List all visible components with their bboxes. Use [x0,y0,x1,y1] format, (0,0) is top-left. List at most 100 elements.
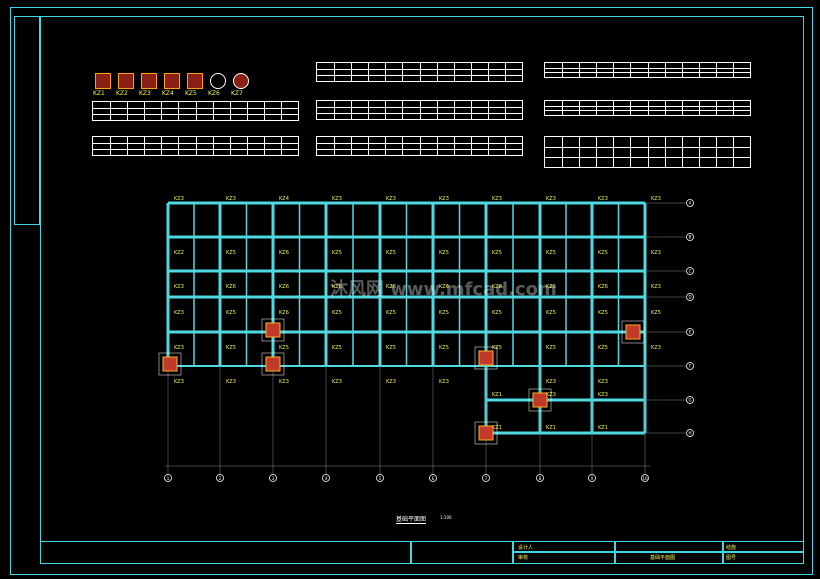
axis-number: 8 [539,476,542,481]
column-label: KZ6 [439,284,449,290]
column-label: KZ5 [492,250,502,256]
axis-bubble [376,474,384,482]
column-label: KZ5 [386,345,396,351]
tb-checker: 审核 [518,555,529,561]
section-outline [621,320,645,344]
column-label: KZ5 [386,250,396,256]
schedule-table [316,136,523,156]
column-label: KZ3 [651,345,661,351]
foundation-section [478,425,494,441]
schedule-table [92,136,299,156]
column-label: KZ1 [492,392,502,398]
column-label: KZ6 [226,284,236,290]
axis-number: 10 [642,476,648,481]
section-icon [210,73,226,89]
axis-letter: C [689,269,692,274]
axis-bubble [686,396,694,404]
column-label: KZ5 [651,310,661,316]
axis-bubble [536,474,544,482]
tb-no: 图号 [726,555,737,561]
axis-letter: H [688,431,691,436]
column-label: KZ3 [439,379,449,385]
axis-bubble [641,474,649,482]
axis-bubble [686,328,694,336]
column-label: KZ3 [174,284,184,290]
section-icon [95,73,111,89]
column-label: KZ5 [226,250,236,256]
column-label: KZ3 [332,196,342,202]
column-label: KZ6 [279,310,289,316]
section-icon [164,73,180,89]
axis-number: 4 [325,476,328,481]
foundation-section [532,392,548,408]
column-label: KZ3 [651,196,661,202]
column-label: KZ5 [439,250,449,256]
section-icon-label: KZ1 [93,90,105,97]
axis-number: 6 [432,476,435,481]
column-label: KZ5 [226,345,236,351]
axis-letter: D [688,295,691,300]
column-label: KZ5 [226,310,236,316]
column-label: KZ6 [546,284,556,290]
column-label: KZ5 [598,345,608,351]
axis-bubble [686,362,694,370]
axis-bubble [588,474,596,482]
axis-bubble [686,233,694,241]
section-outline [261,318,285,342]
column-label: KZ3 [546,196,556,202]
axis-letter: G [688,398,691,403]
foundation-section [478,350,494,366]
column-label: KZ3 [279,379,289,385]
axis-bubble [482,474,490,482]
foundation-section [162,356,178,372]
foundation-section [265,356,281,372]
column-label: KZ3 [651,284,661,290]
axis-bubble [686,267,694,275]
column-label: KZ5 [439,310,449,316]
column-label: KZ5 [546,310,556,316]
axis-letter: B [689,235,692,240]
section-icon-label: KZ4 [162,90,174,97]
column-label: KZ3 [386,379,396,385]
section-icon [118,73,134,89]
column-label: KZ3 [546,379,556,385]
section-outline [474,346,498,370]
axis-bubble [429,474,437,482]
axis-bubble [686,429,694,437]
tb-sheet: 结施 [726,545,737,551]
foundation-section [265,322,281,338]
column-label: KZ3 [651,250,661,256]
section-icon-label: KZ7 [231,90,243,97]
column-label: KZ5 [598,250,608,256]
column-label: KZ1 [546,425,556,431]
column-label: KZ6 [279,250,289,256]
axis-letter: F [689,364,692,369]
tb-drawing-name: 基础平面图 [650,555,676,561]
axis-bubble [216,474,224,482]
outer-border [10,7,813,575]
section-icon-label: KZ2 [116,90,128,97]
column-label: KZ6 [386,284,396,290]
watermark: 沐风网 www.mfcad.com [330,278,557,300]
tb-designer: 设计人 [518,545,534,551]
schedule-table [92,101,299,121]
column-label: KZ5 [386,310,396,316]
axis-bubble [269,474,277,482]
schedule-table [544,100,751,116]
column-label: KZ3 [439,196,449,202]
column-label: KZ5 [598,310,608,316]
section-outline [528,388,552,412]
column-label: KZ3 [598,392,608,398]
column-label: KZ3 [226,196,236,202]
column-label: KZ3 [174,310,184,316]
column-label: KZ5 [332,310,342,316]
foundation-section [625,324,641,340]
section-outline [261,352,285,376]
section-icon-label: KZ5 [185,90,197,97]
axis-number: 1 [167,476,170,481]
section-icon-label: KZ6 [208,90,220,97]
axis-number: 2 [219,476,222,481]
axis-number: 7 [485,476,488,481]
column-label: KZ3 [598,196,608,202]
